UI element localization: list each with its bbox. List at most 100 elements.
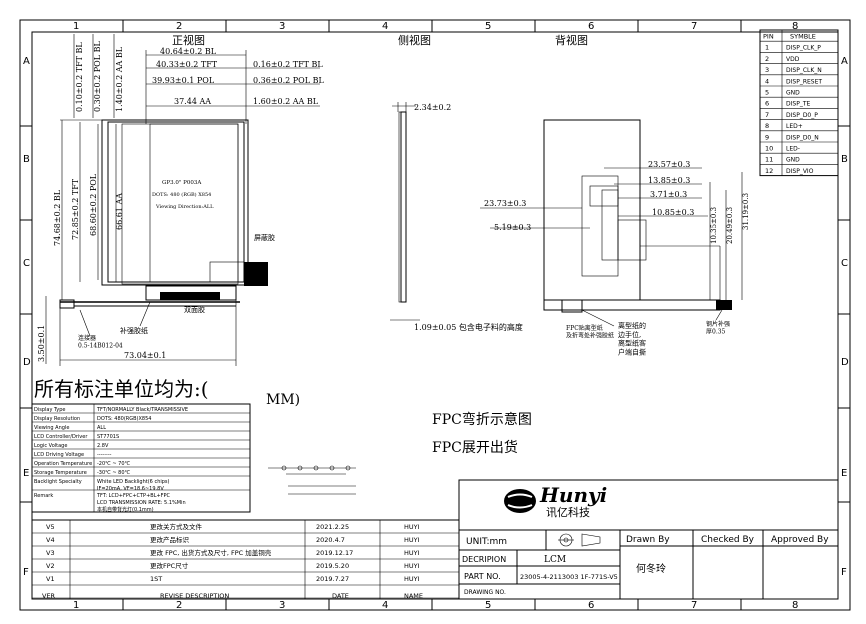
spec-label: Operation Temperature: [34, 461, 92, 467]
spec-value: -20℃ ~ 70℃: [97, 461, 131, 467]
screen-label-2: DOTS: 480 (RGB) X854: [152, 191, 211, 198]
pin-number: 5: [765, 89, 769, 97]
dim-back-5: 23.73±0.3: [484, 199, 526, 208]
pin-number: 10: [765, 145, 773, 153]
col-label-top: 6: [588, 21, 594, 32]
row-label-left: D: [23, 357, 31, 368]
front-view: GP3.0" P003A DOTS: 480 (RGB) X854 Viewin…: [37, 34, 324, 366]
col-label-bottom: 1: [73, 600, 79, 611]
rev-date: 2020.4.7: [316, 536, 345, 544]
dim-back-v1: 10.35±0.3: [710, 207, 718, 244]
rev-header-name: NAME: [404, 592, 423, 600]
projection-symbol-icon: [558, 533, 601, 547]
dim-aa-offset: 1.60±0.2 AA BL: [253, 97, 319, 106]
col-label-bottom: 3: [279, 600, 285, 611]
col-label-bottom: 7: [691, 600, 697, 611]
col-label-top: 7: [691, 21, 697, 32]
row-label-left: E: [23, 468, 29, 479]
rev-description: 更改 FPC, 出货方式及尺寸, FPC 加盖铜壳: [150, 548, 272, 557]
tft-outline: [107, 121, 245, 283]
pin-symbol: DISP_CLK_N: [786, 67, 822, 74]
pin-number: 2: [765, 55, 769, 63]
view-title-back: 背视图: [555, 33, 588, 47]
rev-version: V2: [46, 562, 55, 570]
company-logo: Hunyi 讯亿科技: [504, 483, 607, 519]
unit-label: UNIT:mm: [466, 537, 507, 547]
spec-value: ST7701S: [97, 434, 119, 440]
spec-label: Storage Temperature: [34, 470, 87, 476]
pin-number: 1: [765, 44, 769, 52]
spec-value: ALL: [97, 425, 106, 431]
col-label-top: 1: [73, 21, 79, 32]
dim-width-aa: 37.44 AA: [174, 97, 211, 106]
description-label: DECRIPION: [462, 555, 506, 564]
row-label-right: C: [841, 258, 848, 269]
note-release-paper: 离型纸的边手位,离型纸客户端自撕: [618, 321, 646, 356]
pin-symbol: DISP_D0_P: [786, 112, 818, 119]
rev-description: 更改产品标识: [150, 535, 190, 544]
drawn-by-label: Drawn By: [626, 535, 670, 545]
units-note: 所有标注单位均为:(: [34, 377, 209, 401]
rev-version: V1: [46, 575, 55, 583]
rev-header-ver: VER: [42, 592, 56, 600]
rev-description: 1ST: [150, 575, 162, 583]
col-label-top: 2: [176, 21, 182, 32]
label-double-tape: 双面胶: [184, 305, 205, 314]
spec-label: Display Type: [34, 407, 66, 413]
row-label-right: A: [841, 56, 848, 67]
units-mm: MM): [266, 392, 300, 408]
spec-label: Viewing Angle: [34, 425, 69, 431]
view-title-side: 侧视图: [398, 33, 431, 47]
row-label-right: E: [841, 468, 847, 479]
pin-number: 7: [765, 111, 769, 119]
company-name: Hunyi: [539, 483, 607, 507]
description-value: LCM: [544, 555, 566, 565]
rev-name: HUYI: [404, 523, 420, 531]
dim-pol-offset: 0.36±0.2 POL BL: [253, 76, 324, 85]
rev-header-desc: REVISE DESCRIPTION: [160, 592, 229, 600]
pin-symbol: GND: [786, 157, 800, 164]
pin-symbol: GND: [786, 90, 800, 97]
outer-frame: [19, 19, 851, 611]
col-label-top: 3: [279, 21, 285, 32]
pin-number: 11: [765, 156, 773, 164]
rev-date: 2019.12.17: [316, 549, 353, 557]
fpc-release-tab: [561, 299, 583, 313]
pin-symbol: DISP_CLK_P: [786, 45, 821, 52]
pin-number: 9: [765, 133, 769, 141]
spec-label: Backlight Specialty: [34, 479, 82, 485]
dim-top-pol: 0.30±0.2 POL BL: [93, 41, 102, 112]
col-label-bottom: 2: [176, 600, 182, 611]
pin-symbol: DISP_D0_N: [786, 134, 819, 141]
rev-date: 2021.2.25: [316, 523, 349, 531]
drawing-no-label: DRAWING NO.: [464, 589, 506, 596]
col-label-bottom: 5: [485, 600, 491, 611]
rev-name: HUYI: [404, 575, 420, 583]
back-view: 23.57±0.3 13.85±0.3 3.71±0.3 10.85±0.3 2…: [480, 119, 750, 356]
part-number: 23005-4-2113003 1F-771S-V5: [520, 573, 618, 581]
dim-top-tft: 0.10±0.2 TFT BL: [75, 42, 84, 112]
dim-width-tft: 40.33±0.2 TFT: [156, 60, 218, 69]
dim-back-2: 13.85±0.3: [648, 176, 690, 185]
approved-by-label: Approved By: [771, 535, 829, 545]
backlight-outline: [101, 119, 249, 286]
note-fpc-release: FPC贴离型纸及折弯处补强胶纸: [566, 324, 614, 340]
dim-height-bl: 74.68±0.2 BL: [53, 189, 62, 246]
dim-back-4: 10.85±0.3: [652, 208, 694, 217]
rev-name: HUYI: [404, 562, 420, 570]
rev-version: V5: [46, 523, 55, 531]
fpc-bend-note: FPC弯折示意图: [432, 411, 532, 428]
grid-columns: 1 2 3 4 5 6 7 8 1 2 3 4 5 6 7 8: [73, 20, 798, 611]
rev-name: HUYI: [404, 536, 420, 544]
pin-symbol: VDD: [786, 56, 800, 63]
spec-label: Display Resolution: [34, 416, 80, 422]
col-label-bottom: 4: [382, 600, 388, 611]
spec-value: TFT: LCD+FPC+CTP+BL+FPC: [96, 493, 171, 499]
rev-date: 2019.5.20: [316, 562, 349, 570]
pin-number: 4: [765, 77, 769, 85]
col-label-top: 8: [792, 21, 798, 32]
dim-back-v3: 31.19±0.3: [742, 193, 750, 230]
